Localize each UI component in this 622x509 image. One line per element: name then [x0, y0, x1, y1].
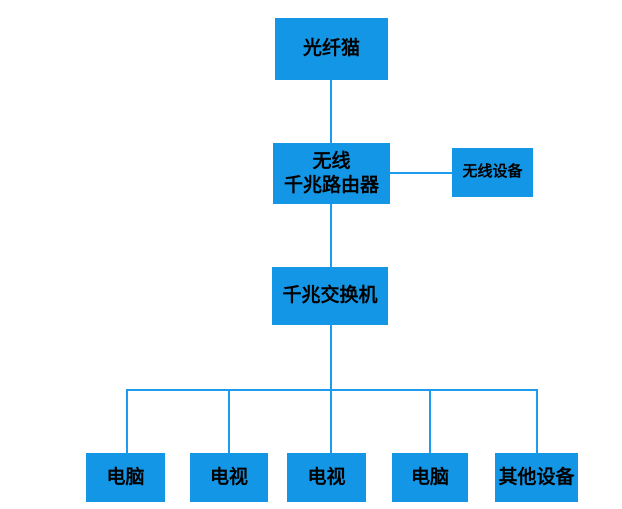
- connector-bus-horizontal: [126, 389, 538, 391]
- node-gigabit-switch-label: 千兆交换机: [282, 285, 378, 307]
- node-tv-2: 电视: [287, 453, 366, 502]
- node-router-label-line1: 无线: [312, 150, 351, 172]
- node-wireless-devices: 无线设备: [452, 148, 533, 197]
- connector-bus-to-pc1: [126, 389, 128, 453]
- connector-bus-to-tv1: [228, 389, 230, 453]
- node-pc-2-label: 电脑: [410, 466, 449, 488]
- connector-bus-to-pc2: [429, 389, 431, 453]
- node-other-devices: 其他设备: [495, 453, 578, 502]
- connector-router-switch: [330, 204, 332, 267]
- node-router-label-line2: 千兆路由器: [283, 174, 379, 196]
- node-gigabit-switch: 千兆交换机: [272, 267, 388, 325]
- node-pc-1-label: 电脑: [106, 466, 145, 488]
- node-tv-2-label: 电视: [307, 466, 346, 488]
- node-wireless-devices-label: 无线设备: [462, 163, 523, 181]
- node-pc-1: 电脑: [86, 453, 165, 502]
- node-wireless-gigabit-router: 无线 千兆路由器: [273, 143, 390, 204]
- connector-bus-to-other-devices: [536, 389, 538, 453]
- connector-modem-router: [330, 80, 332, 143]
- node-fiber-modem: 光纤猫: [275, 18, 388, 80]
- connector-router-wireless-devices: [390, 172, 452, 174]
- node-fiber-modem-label: 光纤猫: [302, 38, 360, 60]
- node-other-devices-label: 其他设备: [498, 466, 575, 488]
- node-pc-2: 电脑: [392, 453, 468, 502]
- node-tv-1: 电视: [190, 453, 268, 502]
- node-tv-1-label: 电视: [209, 466, 248, 488]
